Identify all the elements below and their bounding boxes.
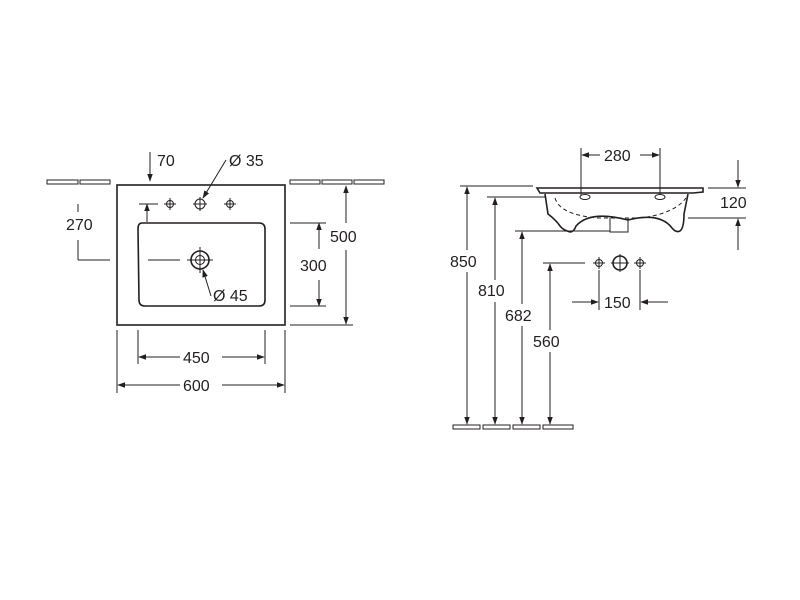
bowl-hidden-line (554, 197, 687, 219)
dim-810: 810 (478, 283, 505, 300)
dim-dia-35: Ø 35 (229, 153, 264, 170)
drain-trap (609, 218, 629, 233)
basin-outline (116, 184, 286, 326)
tap-holes (164, 197, 236, 211)
dim-500: 500 (330, 229, 357, 246)
basin-bowl (137, 222, 266, 307)
dim-270: 270 (66, 217, 93, 234)
basin-rim (535, 187, 704, 194)
wall-tap-holes (593, 254, 646, 272)
dim-600: 600 (183, 378, 210, 395)
basin-body (544, 193, 689, 233)
dim-dia-45: Ø 45 (213, 288, 248, 305)
top-view: 70 Ø 35 270 300 500 Ø 45 450 (46, 152, 385, 395)
dim-450: 450 (183, 350, 210, 367)
side-view: 280 120 850 810 682 560 (450, 148, 747, 430)
dim-300: 300 (300, 258, 327, 275)
dim-150: 150 (604, 295, 631, 312)
drain-hole (148, 247, 213, 273)
dim-280: 280 (604, 148, 631, 165)
dim-560: 560 (533, 334, 560, 351)
dim-120: 120 (720, 195, 747, 212)
wall-strip (46, 179, 385, 185)
floor-strip (452, 424, 574, 430)
dim-850: 850 (450, 254, 477, 271)
dim-682: 682 (505, 308, 532, 325)
dim-70: 70 (157, 153, 175, 170)
